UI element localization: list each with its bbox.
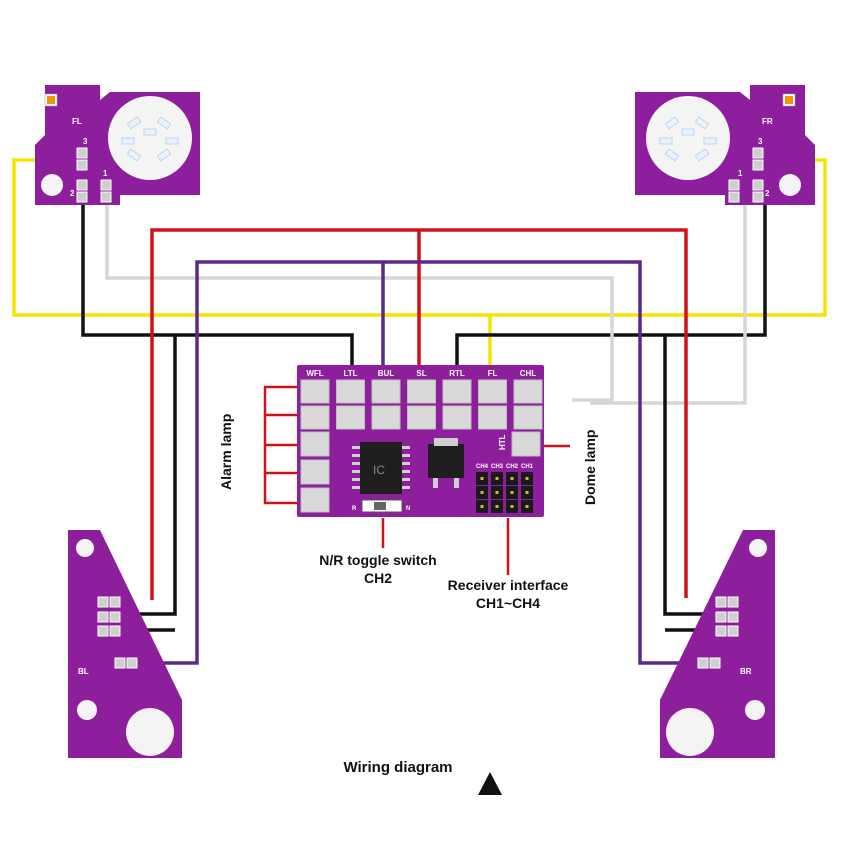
port-connector-ltl[interactable] [336, 405, 365, 430]
channel-pins [476, 472, 533, 513]
channel-label-ch2: CH2 [506, 464, 519, 470]
toggle-switch-label-2: CH2 [364, 570, 392, 586]
board-bl: BL [68, 530, 182, 758]
port-connector-bul[interactable] [371, 405, 401, 430]
port-label-ltl: LTL [343, 369, 357, 378]
alarm-connectors [300, 431, 330, 513]
channel-pin-contact [510, 491, 514, 494]
fr-pin-1: 1 [738, 169, 743, 178]
channel-pin-contact [480, 491, 484, 494]
br-label: BR [740, 667, 752, 676]
channel-pin-contact [480, 477, 484, 480]
switch-r-label: R [352, 506, 357, 512]
receiver-interface-label-2: CH1~CH4 [476, 595, 540, 611]
channel-pin-contact [495, 477, 499, 480]
controller-board: WFL LTL BUL SL RTL FL CHL HTL IC [297, 365, 544, 517]
diagram-caption: Wiring diagram [343, 759, 452, 776]
wire-purple-left [130, 260, 705, 665]
regulator [428, 438, 464, 488]
wire-black-fl [81, 200, 354, 370]
port-labels: WFL LTL BUL SL RTL FL CHL [306, 369, 536, 378]
channel-pin-contact [525, 491, 529, 494]
channel-pin-contact [510, 477, 514, 480]
board-fl: FL 3 1 2 [35, 85, 200, 205]
port-connector-wfl[interactable] [300, 379, 330, 404]
board-br: BR [660, 530, 775, 758]
dome-lamp-label: Dome lamp [582, 430, 598, 505]
ic-label: IC [373, 463, 385, 477]
fr-pin-3: 3 [758, 137, 763, 146]
port-connector-rtl[interactable] [442, 379, 472, 404]
port-label-bul: BUL [378, 369, 395, 378]
port-grid [300, 379, 543, 430]
channel-pin-contact [480, 505, 484, 508]
fr-pin-2: 2 [765, 189, 770, 198]
port-label-wfl: WFL [306, 369, 323, 378]
port-connector-sl[interactable] [407, 379, 436, 404]
fl-pin-3: 3 [83, 137, 88, 146]
port-connector-rtl[interactable] [442, 405, 472, 430]
channel-pin-contact [525, 505, 529, 508]
port-connector-fl[interactable] [478, 405, 507, 430]
port-connector-ltl[interactable] [336, 379, 365, 404]
channel-label-ch3: CH3 [491, 464, 504, 470]
wire-black-bl [128, 335, 177, 616]
fr-label: FR [762, 117, 773, 126]
channel-pin-contact [495, 505, 499, 508]
bl-label: BL [78, 667, 89, 676]
port-label-chl: CHL [520, 369, 537, 378]
port-label-rtl: RTL [449, 369, 465, 378]
htl-connector [511, 431, 541, 457]
board-fr: FR 3 1 2 [635, 85, 815, 205]
htl-label: HTL [498, 434, 507, 450]
wire-white-fl [105, 200, 614, 402]
channel-pin-contact [495, 491, 499, 494]
port-connector-bul[interactable] [371, 379, 401, 404]
ic-chip: IC [352, 442, 410, 494]
port-connector-chl[interactable] [513, 379, 543, 404]
port-connector-chl[interactable] [513, 405, 543, 430]
toggle-switch-label-1: N/R toggle switch [319, 552, 436, 568]
caption-arrow-icon [478, 772, 502, 795]
port-label-sl: SL [416, 369, 426, 378]
channel-label-ch4: CH4 [476, 464, 489, 470]
fl-label: FL [72, 117, 82, 126]
port-connector-fl[interactable] [478, 379, 507, 404]
switch-n-label: N [406, 506, 410, 512]
port-label-fl: FL [488, 369, 498, 378]
receiver-interface-label-1: Receiver interface [448, 577, 569, 593]
alarm-lamp-label: Alarm lamp [218, 414, 234, 490]
channel-pin-contact [510, 505, 514, 508]
channel-pin-contact [525, 477, 529, 480]
port-connector-sl[interactable] [407, 405, 436, 430]
channel-label-ch1: CH1 [521, 464, 534, 470]
toggle-switch[interactable]: R N [352, 499, 410, 513]
wire-black-br [663, 335, 715, 616]
fl-pin-1: 1 [103, 169, 108, 178]
fl-pin-2: 2 [70, 189, 75, 198]
port-connector-wfl[interactable] [300, 405, 330, 430]
